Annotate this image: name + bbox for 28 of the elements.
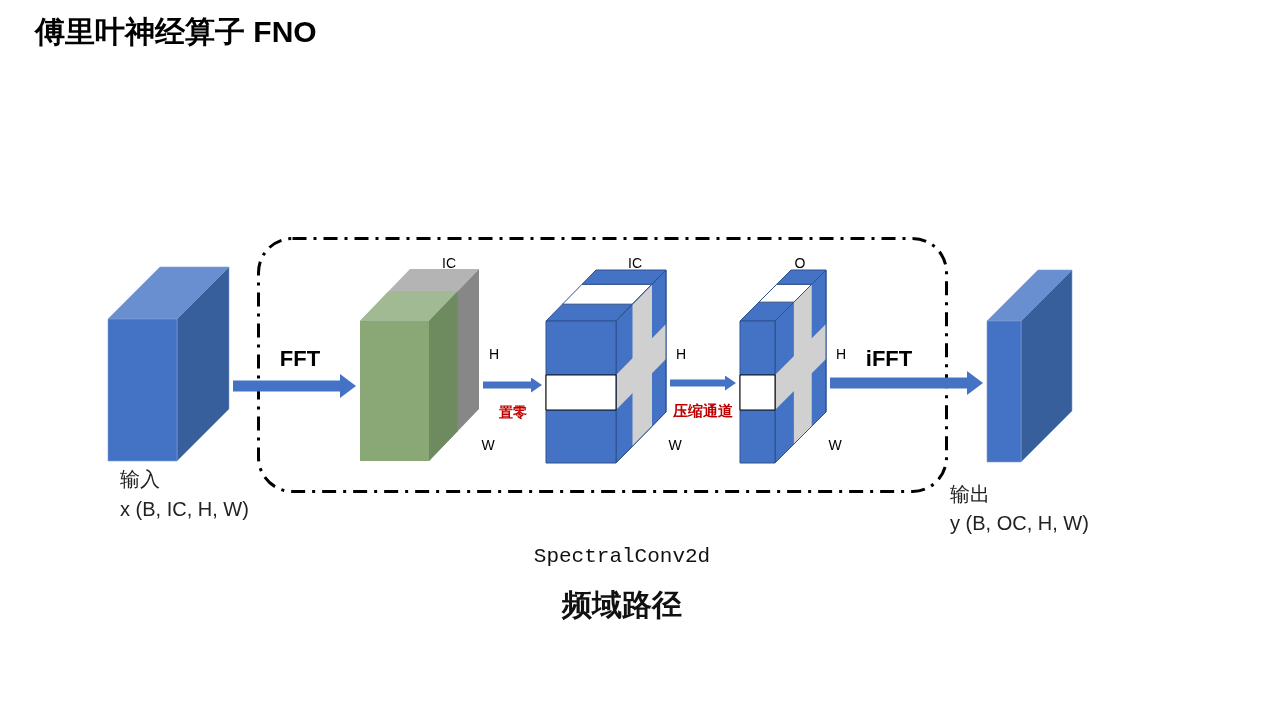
edge-label: 置零 <box>499 403 527 421</box>
dimension-label: W <box>828 436 842 454</box>
dimension-label: O <box>794 254 806 272</box>
edge-label: iFFT <box>865 346 913 372</box>
dash-dot-frame <box>257 237 948 493</box>
shape-label: y (B, OC, H, W) <box>950 512 1089 535</box>
block-arrow <box>830 371 983 395</box>
cube <box>740 270 826 463</box>
tensor-label: 输入 <box>120 468 160 491</box>
shape-label: x (B, IC, H, W) <box>120 498 249 521</box>
dimension-label: IC <box>442 254 456 272</box>
tensor-label: 输出 <box>950 483 990 506</box>
edge-label: 压缩通道 <box>673 402 733 420</box>
dimension-label: H <box>488 345 500 363</box>
cube <box>360 269 479 461</box>
dimension-label: W <box>481 436 495 454</box>
dimension-label: H <box>675 345 687 363</box>
block-arrow <box>233 374 356 398</box>
frame-label: 频域路径 <box>562 587 682 623</box>
module-name: SpectralConv2d <box>533 544 711 570</box>
cube <box>546 270 666 463</box>
dimension-label: W <box>668 436 682 454</box>
dimension-label: IC <box>628 254 642 272</box>
title: 傅里叶神经算子 FNO <box>35 15 317 50</box>
dimension-label: H <box>835 345 847 363</box>
cube <box>987 270 1072 462</box>
edge-label: FFT <box>279 346 321 372</box>
cube <box>108 267 229 461</box>
